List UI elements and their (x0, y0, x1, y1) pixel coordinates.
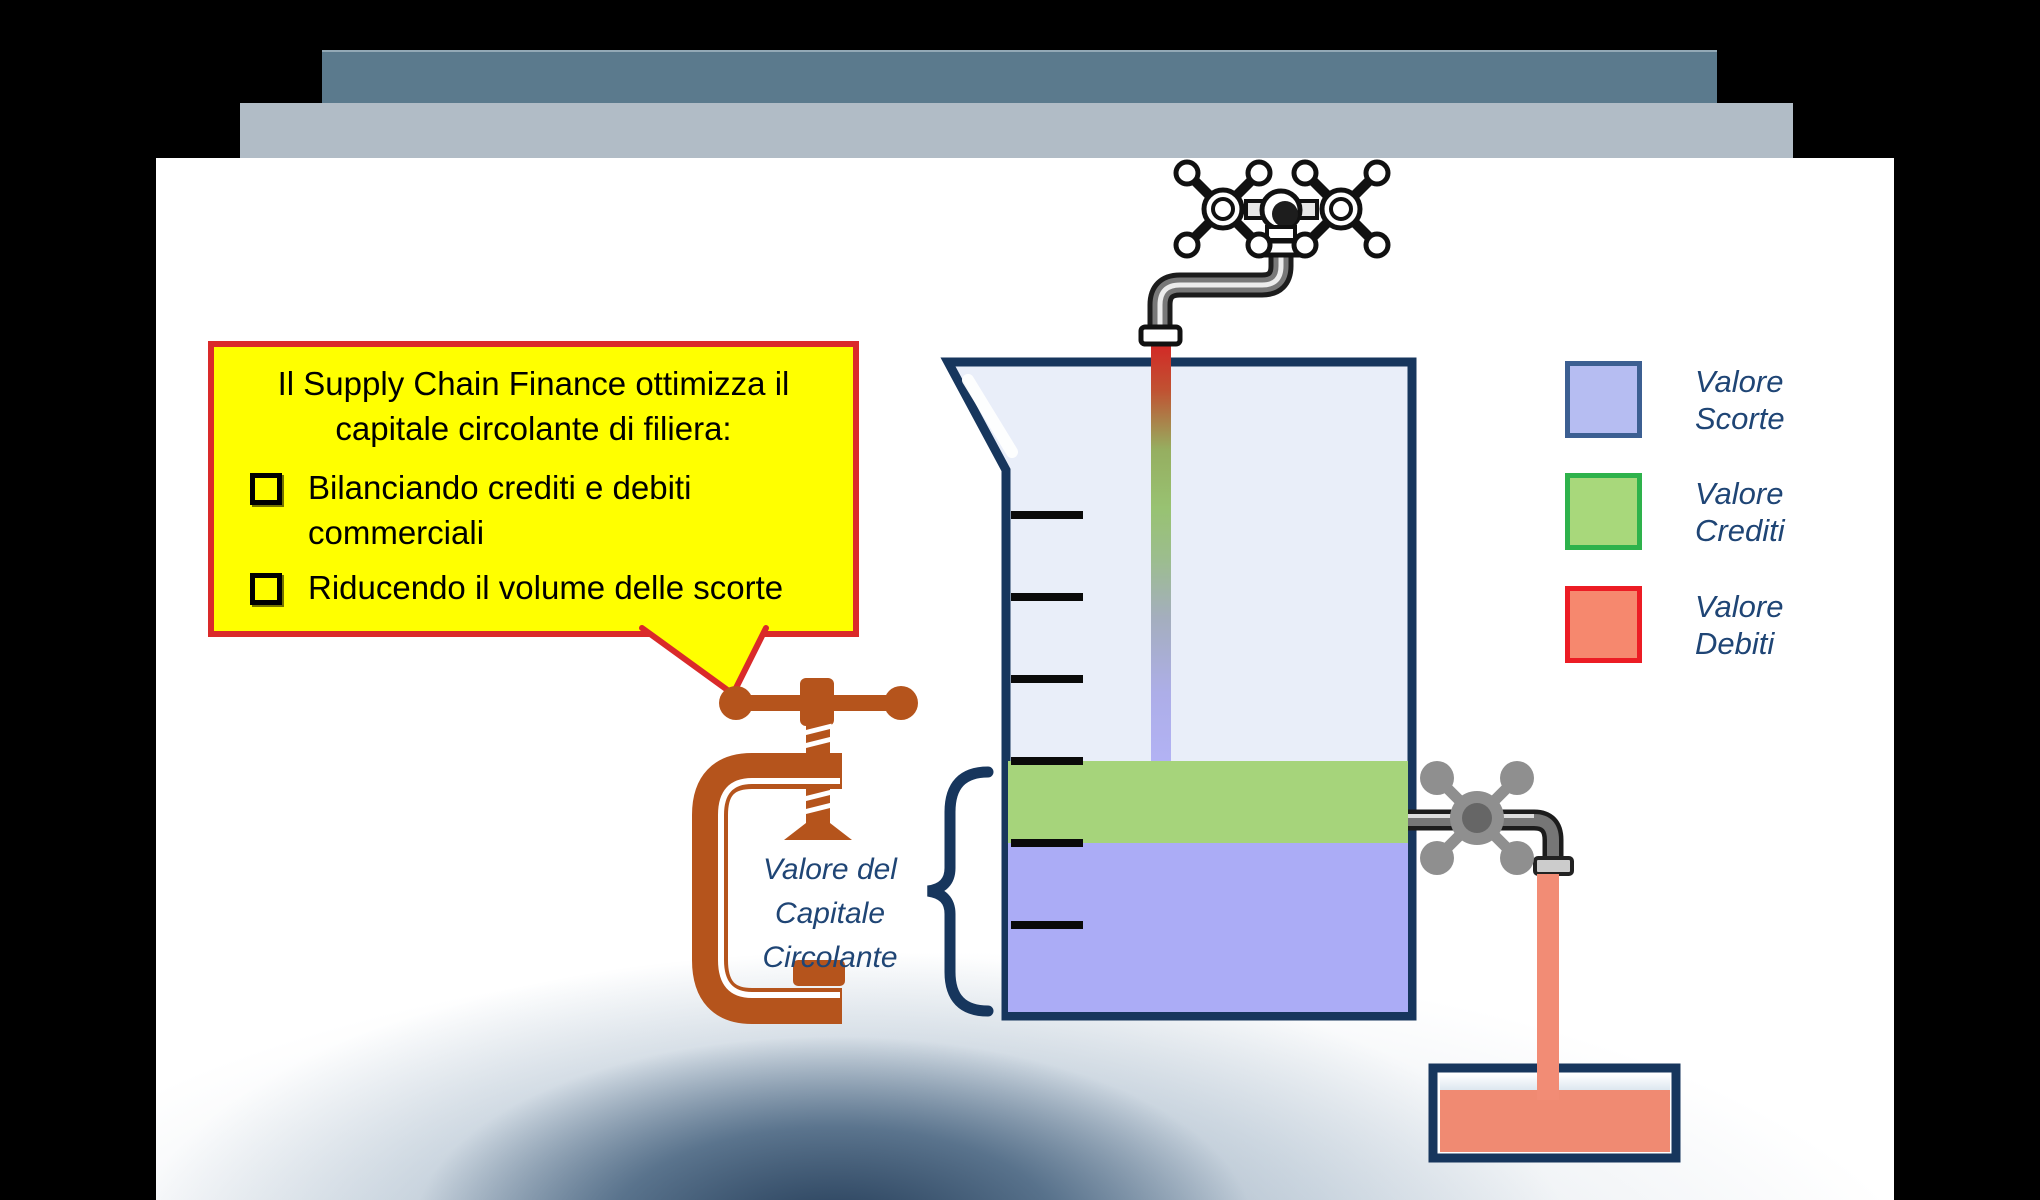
graduation-ticks (1011, 511, 1083, 929)
callout-bubble (208, 341, 859, 637)
working-capital-label-line2: Capitale (774, 897, 886, 930)
curly-brace (926, 766, 994, 1017)
faucet-handle-left (1173, 159, 1273, 259)
inflow-stream (1151, 340, 1171, 761)
deck-bar-back (322, 50, 1717, 105)
tap-nozzle (1533, 856, 1574, 876)
crediti-label: Valore Crediti (1695, 476, 1785, 548)
faucet-nozzle (1138, 324, 1183, 347)
callout-heading-line2: capitale circolante di filiera: (335, 410, 732, 447)
slide-canvas (156, 158, 1894, 1200)
square-bullet-icon (250, 473, 282, 505)
callout-tail (639, 625, 769, 699)
faucet-icon (1138, 159, 1391, 347)
beaker (940, 357, 1417, 1021)
c-clamp-icon (692, 678, 918, 1024)
callout-bullet-item: Riducendo il volume delle scorte (250, 565, 845, 610)
faucet-handle-right (1291, 159, 1391, 259)
callout-bullet-list: Bilanciando crediti e debiti commerciali… (222, 465, 845, 610)
working-capital-label-line1: Valore del (763, 853, 897, 886)
outflow-stream (1537, 874, 1559, 1100)
legend-item-crediti: Valore Crediti (1565, 473, 1895, 550)
working-capital-label: Valore del Capitale Circolante (700, 848, 960, 980)
legend-item-debiti: Valore Debiti (1565, 586, 1895, 663)
tap-icon (1408, 761, 1574, 876)
callout-heading-line1: Il Supply Chain Finance ottimizza il (277, 365, 790, 402)
scorte-swatch (1565, 361, 1642, 438)
working-capital-label-line3: Circolante (762, 941, 898, 974)
credits-layer (1008, 761, 1408, 843)
legend-item-scorte: Valore Scorte (1565, 361, 1895, 438)
debiti-swatch (1565, 586, 1642, 663)
debiti-label: Valore Debiti (1695, 589, 1784, 661)
callout-bullet-text: Bilanciando crediti e debiti commerciali (308, 469, 692, 551)
crediti-swatch (1565, 473, 1642, 550)
spout-highlight (962, 374, 1018, 458)
scorte-label: Valore Scorte (1695, 364, 1785, 436)
callout-content: Il Supply Chain Finance ottimizza il cap… (208, 341, 859, 637)
deck-bar-front (240, 103, 1793, 158)
callout-bullet-text: Riducendo il volume delle scorte (308, 569, 784, 606)
callout-bullet-item: Bilanciando crediti e debiti commerciali (250, 465, 845, 555)
square-bullet-icon (250, 573, 282, 605)
tap-handle (1420, 761, 1534, 875)
